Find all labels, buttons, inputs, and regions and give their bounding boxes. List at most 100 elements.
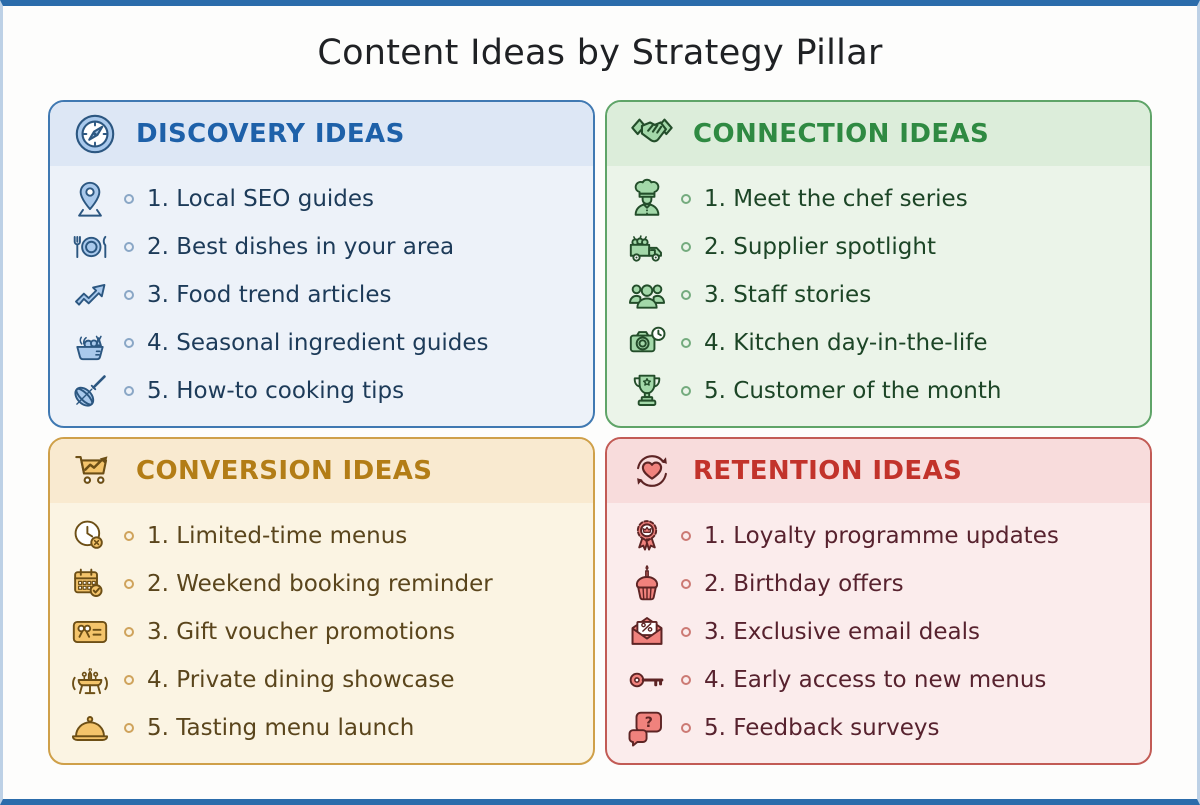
bullet-dot [681, 627, 691, 637]
list-item: 2. Birthday offers [623, 561, 1136, 607]
key-icon [623, 657, 671, 703]
bullet-dot [124, 723, 134, 733]
item-label: 4. Early access to new menus [704, 667, 1047, 693]
list-item: 3. Staff stories [623, 272, 1136, 318]
bullet-dot [124, 579, 134, 589]
plate-cutlery-icon [66, 224, 114, 270]
trend-arrow-icon [66, 272, 114, 318]
connection-title: CONNECTION IDEAS [693, 119, 990, 149]
birthday-cupcake-icon [623, 561, 671, 607]
bullet-dot [124, 386, 134, 396]
handshake-icon [627, 110, 677, 158]
svg-text:?: ? [645, 715, 653, 731]
bullet-dot [681, 675, 691, 685]
list-item: 4. Private dining showcase [66, 657, 579, 703]
item-label: 1. Meet the chef series [704, 186, 968, 212]
item-label: 5. Customer of the month [704, 378, 1002, 404]
discovery-header: DISCOVERY IDEAS [50, 102, 593, 166]
cart-growth-icon [70, 447, 120, 495]
quadrant-grid: DISCOVERY IDEAS 1. Local SEO guides [3, 100, 1197, 765]
conversion-title: CONVERSION IDEAS [136, 456, 433, 486]
list-item: 1. Local SEO guides [66, 176, 579, 222]
location-pin-icon [66, 176, 114, 222]
list-item: 2. Best dishes in your area [66, 224, 579, 270]
list-item: 1. Meet the chef series [623, 176, 1136, 222]
bullet-dot [124, 194, 134, 204]
compass-icon [70, 110, 120, 158]
discovery-list: 1. Local SEO guides 2. Best dishes in yo… [50, 166, 593, 426]
connection-header: CONNECTION IDEAS [607, 102, 1150, 166]
item-label: 5. Feedback surveys [704, 715, 940, 741]
list-item: 5. Customer of the month [623, 368, 1136, 414]
bullet-dot [681, 290, 691, 300]
bullet-dot [681, 242, 691, 252]
cloche-icon [66, 705, 114, 751]
item-label: 3. Food trend articles [147, 282, 392, 308]
item-label: 5. Tasting menu launch [147, 715, 415, 741]
vegetable-basket-icon [66, 320, 114, 366]
item-label: 1. Limited-time menus [147, 523, 408, 549]
connection-list: 1. Meet the chef series [607, 166, 1150, 426]
camera-clock-icon [623, 320, 671, 366]
conversion-list: 1. Limited-time menus [50, 503, 593, 763]
item-label: 3. Staff stories [704, 282, 872, 308]
item-label: 5. How-to cooking tips [147, 378, 405, 404]
item-label: 3. Gift voucher promotions [147, 619, 456, 645]
item-label: 2. Birthday offers [704, 571, 904, 597]
list-item: 2. Weekend booking reminder [66, 561, 579, 607]
list-item: 4. Seasonal ingredient guides [66, 320, 579, 366]
clock-limited-icon [66, 513, 114, 559]
list-item: 5. Tasting menu launch [66, 705, 579, 751]
bullet-dot [681, 194, 691, 204]
bullet-dot [124, 290, 134, 300]
bullet-dot [124, 338, 134, 348]
quadrant-connection: CONNECTION IDEAS 1. Meet the chef [605, 100, 1152, 428]
quadrant-conversion: CONVERSION IDEAS 1. Limited-time menus [48, 437, 595, 765]
item-label: 2. Best dishes in your area [147, 234, 455, 260]
calendar-check-icon [66, 561, 114, 607]
retention-title: RETENTION IDEAS [693, 456, 963, 486]
whisk-icon [66, 368, 114, 414]
heart-refresh-icon [627, 447, 677, 495]
private-dining-icon [66, 657, 114, 703]
bullet-dot [681, 338, 691, 348]
list-item: 4. Kitchen day-in-the-life [623, 320, 1136, 366]
item-label: 3. Exclusive email deals [704, 619, 981, 645]
supplier-truck-icon [623, 224, 671, 270]
quadrant-discovery: DISCOVERY IDEAS 1. Local SEO guides [48, 100, 595, 428]
bullet-dot [681, 531, 691, 541]
list-item: 1. Loyalty programme updates [623, 513, 1136, 559]
item-label: 4. Kitchen day-in-the-life [704, 330, 988, 356]
bullet-dot [124, 675, 134, 685]
list-item: 3. Food trend articles [66, 272, 579, 318]
discovery-title: DISCOVERY IDEAS [136, 119, 405, 149]
list-item: 3. Exclusive email deals [623, 609, 1136, 655]
retention-header: RETENTION IDEAS [607, 439, 1150, 503]
list-item: 2. Supplier spotlight [623, 224, 1136, 270]
item-label: 1. Local SEO guides [147, 186, 375, 212]
list-item: 5. How-to cooking tips [66, 368, 579, 414]
item-label: 2. Weekend booking reminder [147, 571, 493, 597]
question-chat-icon: ? [623, 705, 671, 751]
bullet-dot [681, 386, 691, 396]
trophy-icon [623, 368, 671, 414]
bullet-dot [124, 242, 134, 252]
quadrant-retention: RETENTION IDEAS 1. Loyalty progra [605, 437, 1152, 765]
staff-group-icon [623, 272, 671, 318]
chef-icon [623, 176, 671, 222]
list-item: ? 5. Feedback surveys [623, 705, 1136, 751]
gift-voucher-icon [66, 609, 114, 655]
page-title: Content Ideas by Strategy Pillar [317, 33, 883, 73]
email-percent-icon [623, 609, 671, 655]
loyalty-badge-icon [623, 513, 671, 559]
bullet-dot [681, 723, 691, 733]
conversion-header: CONVERSION IDEAS [50, 439, 593, 503]
retention-list: 1. Loyalty programme updates 2. Birthd [607, 503, 1150, 763]
list-item: 4. Early access to new menus [623, 657, 1136, 703]
item-label: 2. Supplier spotlight [704, 234, 936, 260]
list-item: 1. Limited-time menus [66, 513, 579, 559]
item-label: 4. Seasonal ingredient guides [147, 330, 489, 356]
bullet-dot [124, 531, 134, 541]
bullet-dot [124, 627, 134, 637]
